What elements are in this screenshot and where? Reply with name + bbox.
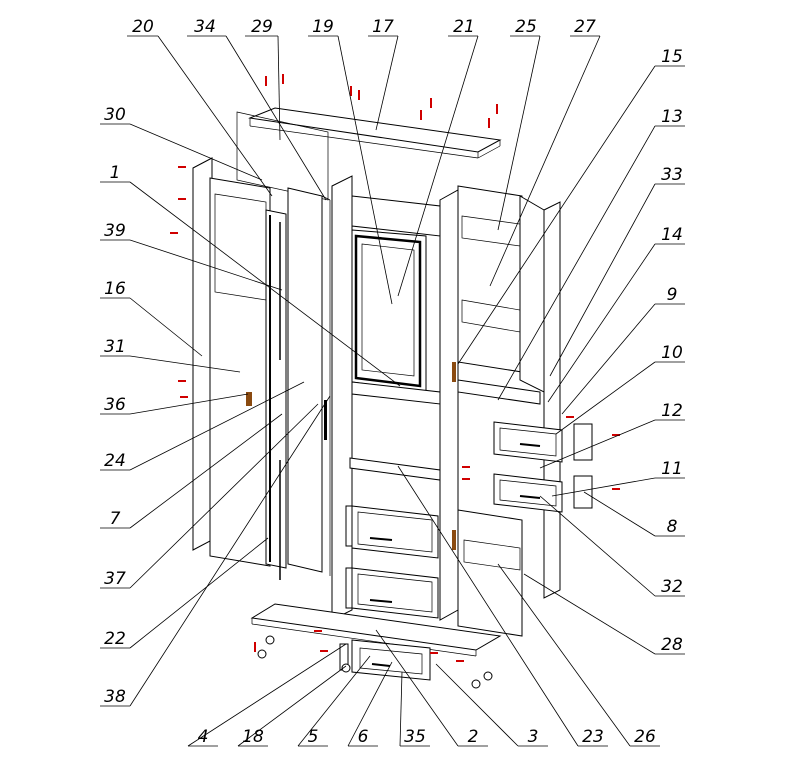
part-number-labels: 20 34 29 19 17 21 25 27 15 13 33 14 9 10… [104,17,683,747]
label-16: 16 [104,279,126,299]
label-10: 10 [661,343,683,363]
label-1: 1 [110,163,121,183]
label-13: 13 [661,107,683,127]
label-22: 22 [104,629,126,649]
label-21: 21 [453,17,475,37]
leveling-feet [257,635,493,689]
label-2: 2 [468,727,479,747]
label-30: 30 [104,105,126,125]
center-drawer-lower [345,567,439,619]
label-28: 28 [661,635,683,655]
mirror-strip [265,209,287,580]
label-14: 14 [661,225,683,245]
label-17: 17 [372,17,394,37]
label-20: 20 [132,17,154,37]
leader-lines [100,35,685,747]
label-19: 19 [312,17,334,37]
label-11: 11 [661,459,683,479]
label-9: 9 [667,285,678,305]
left-side-panel [192,157,213,551]
center-drawer-upper [345,505,439,559]
label-29: 29 [251,17,273,37]
label-25: 25 [515,17,537,37]
label-6: 6 [358,727,369,747]
label-27: 27 [574,17,596,37]
label-15: 15 [661,47,683,67]
label-24: 24 [104,451,126,471]
center-mirror-door [349,195,441,481]
hardware-marks [170,74,620,662]
label-34: 34 [194,17,216,37]
label-23: 23 [582,727,604,747]
base-panel [250,603,502,657]
right-lower-cabinet [457,509,523,637]
plinth-box [339,639,431,681]
top-panel [248,107,502,159]
label-35: 35 [404,727,426,747]
label-8: 8 [667,517,678,537]
label-4: 4 [198,727,209,747]
partition-mid-left [331,175,353,621]
label-31: 31 [104,337,126,357]
back-panel [236,111,329,201]
label-26: 26 [634,727,656,747]
right-drawer-upper [493,421,593,463]
label-33: 33 [661,165,683,185]
right-drawer-lower [493,473,593,513]
label-3: 3 [528,727,539,747]
label-5: 5 [308,727,319,747]
label-36: 36 [104,395,126,415]
label-37: 37 [104,569,126,589]
label-12: 12 [661,401,683,421]
label-18: 18 [242,727,264,747]
label-7: 7 [110,509,121,529]
label-32: 32 [661,577,683,597]
label-39: 39 [104,221,126,241]
label-38: 38 [104,687,126,707]
partition-left [287,187,331,576]
